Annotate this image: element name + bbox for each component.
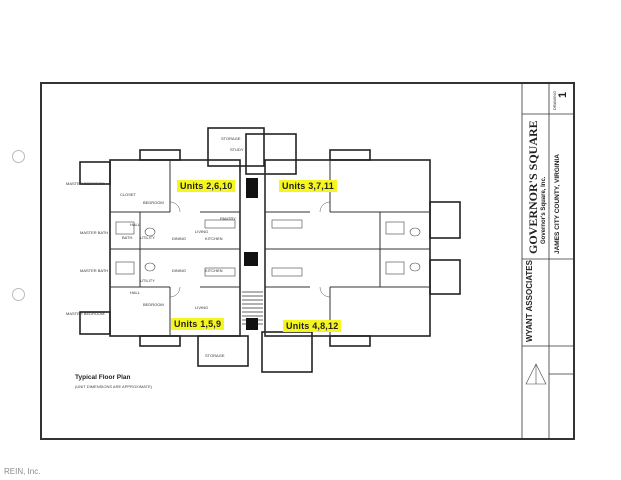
room-label-storage: STORAGE (205, 353, 225, 358)
room-label-master-bath: MASTER BATH (80, 230, 109, 235)
room-label-kitchen: KITCHEN (205, 236, 223, 241)
room-label-dining: DINING (172, 236, 186, 241)
room-label-storage: STORAGE (221, 136, 241, 141)
title-block: GOVERNOR'S SQUARE Governor's Square, Inc… (492, 84, 573, 438)
drawing-number: 1 (557, 91, 569, 98)
room-label-utility: UTILITY (140, 278, 155, 283)
bottom-storage-wall (261, 331, 313, 373)
room-label-master-bedroom: MASTER BEDROOM (66, 311, 105, 316)
room-label-living: LIVING (195, 305, 209, 310)
room-label-pantry: PANTRY (220, 216, 236, 221)
room-label-dining: DINING (172, 268, 186, 273)
room-label-master-bedroom: MASTER BEDROOM (66, 181, 105, 186)
room-label-bedroom: BEDROOM (143, 200, 164, 205)
room-label-bath: BATH (122, 235, 133, 240)
watermark: REIN, Inc. (4, 467, 41, 476)
unit-label-top-left: Units 2,6,10 (177, 180, 236, 192)
punch-hole (12, 288, 25, 301)
plan-caption: Typical Floor Plan (75, 374, 131, 381)
project-subtitle: Governor's Square, Inc. (541, 176, 547, 244)
top-storage-wall (245, 133, 297, 175)
punch-hole (12, 150, 25, 163)
unit-label-bottom-right: Units 4,8,12 (283, 320, 342, 332)
plan-subcaption: (UNIT DIMENSIONS ARE APPROXIMATE) (75, 384, 152, 389)
unit-label-top-right: Units 3,7,11 (279, 180, 337, 192)
project-location: JAMES CITY COUNTY, VIRGINIA (554, 154, 561, 254)
bottom-core-wall (197, 335, 249, 367)
room-label-master-bath: MASTER BATH (80, 268, 109, 273)
room-label-hall: HALL (130, 290, 141, 295)
room-label-bedroom: BEDROOM (143, 302, 164, 307)
top-core-wall (207, 127, 265, 167)
room-label-kitchen: KITCHEN (205, 268, 223, 273)
firm-name: WYANT ASSOCIATES (525, 260, 534, 342)
unit-label-bottom-left: Units 1,5,9 (171, 318, 225, 330)
floor-plan (79, 127, 461, 373)
room-label-hall: HALL (130, 222, 141, 227)
room-label-closet: CLOSET (120, 192, 137, 197)
project-title: GOVERNOR'S SQUARE (526, 120, 540, 254)
room-label-utility: UTILITY (140, 235, 155, 240)
room-label-living: LIVING (195, 229, 209, 234)
room-label-study: STUDY (230, 147, 244, 152)
drawing-sheet (40, 82, 575, 440)
